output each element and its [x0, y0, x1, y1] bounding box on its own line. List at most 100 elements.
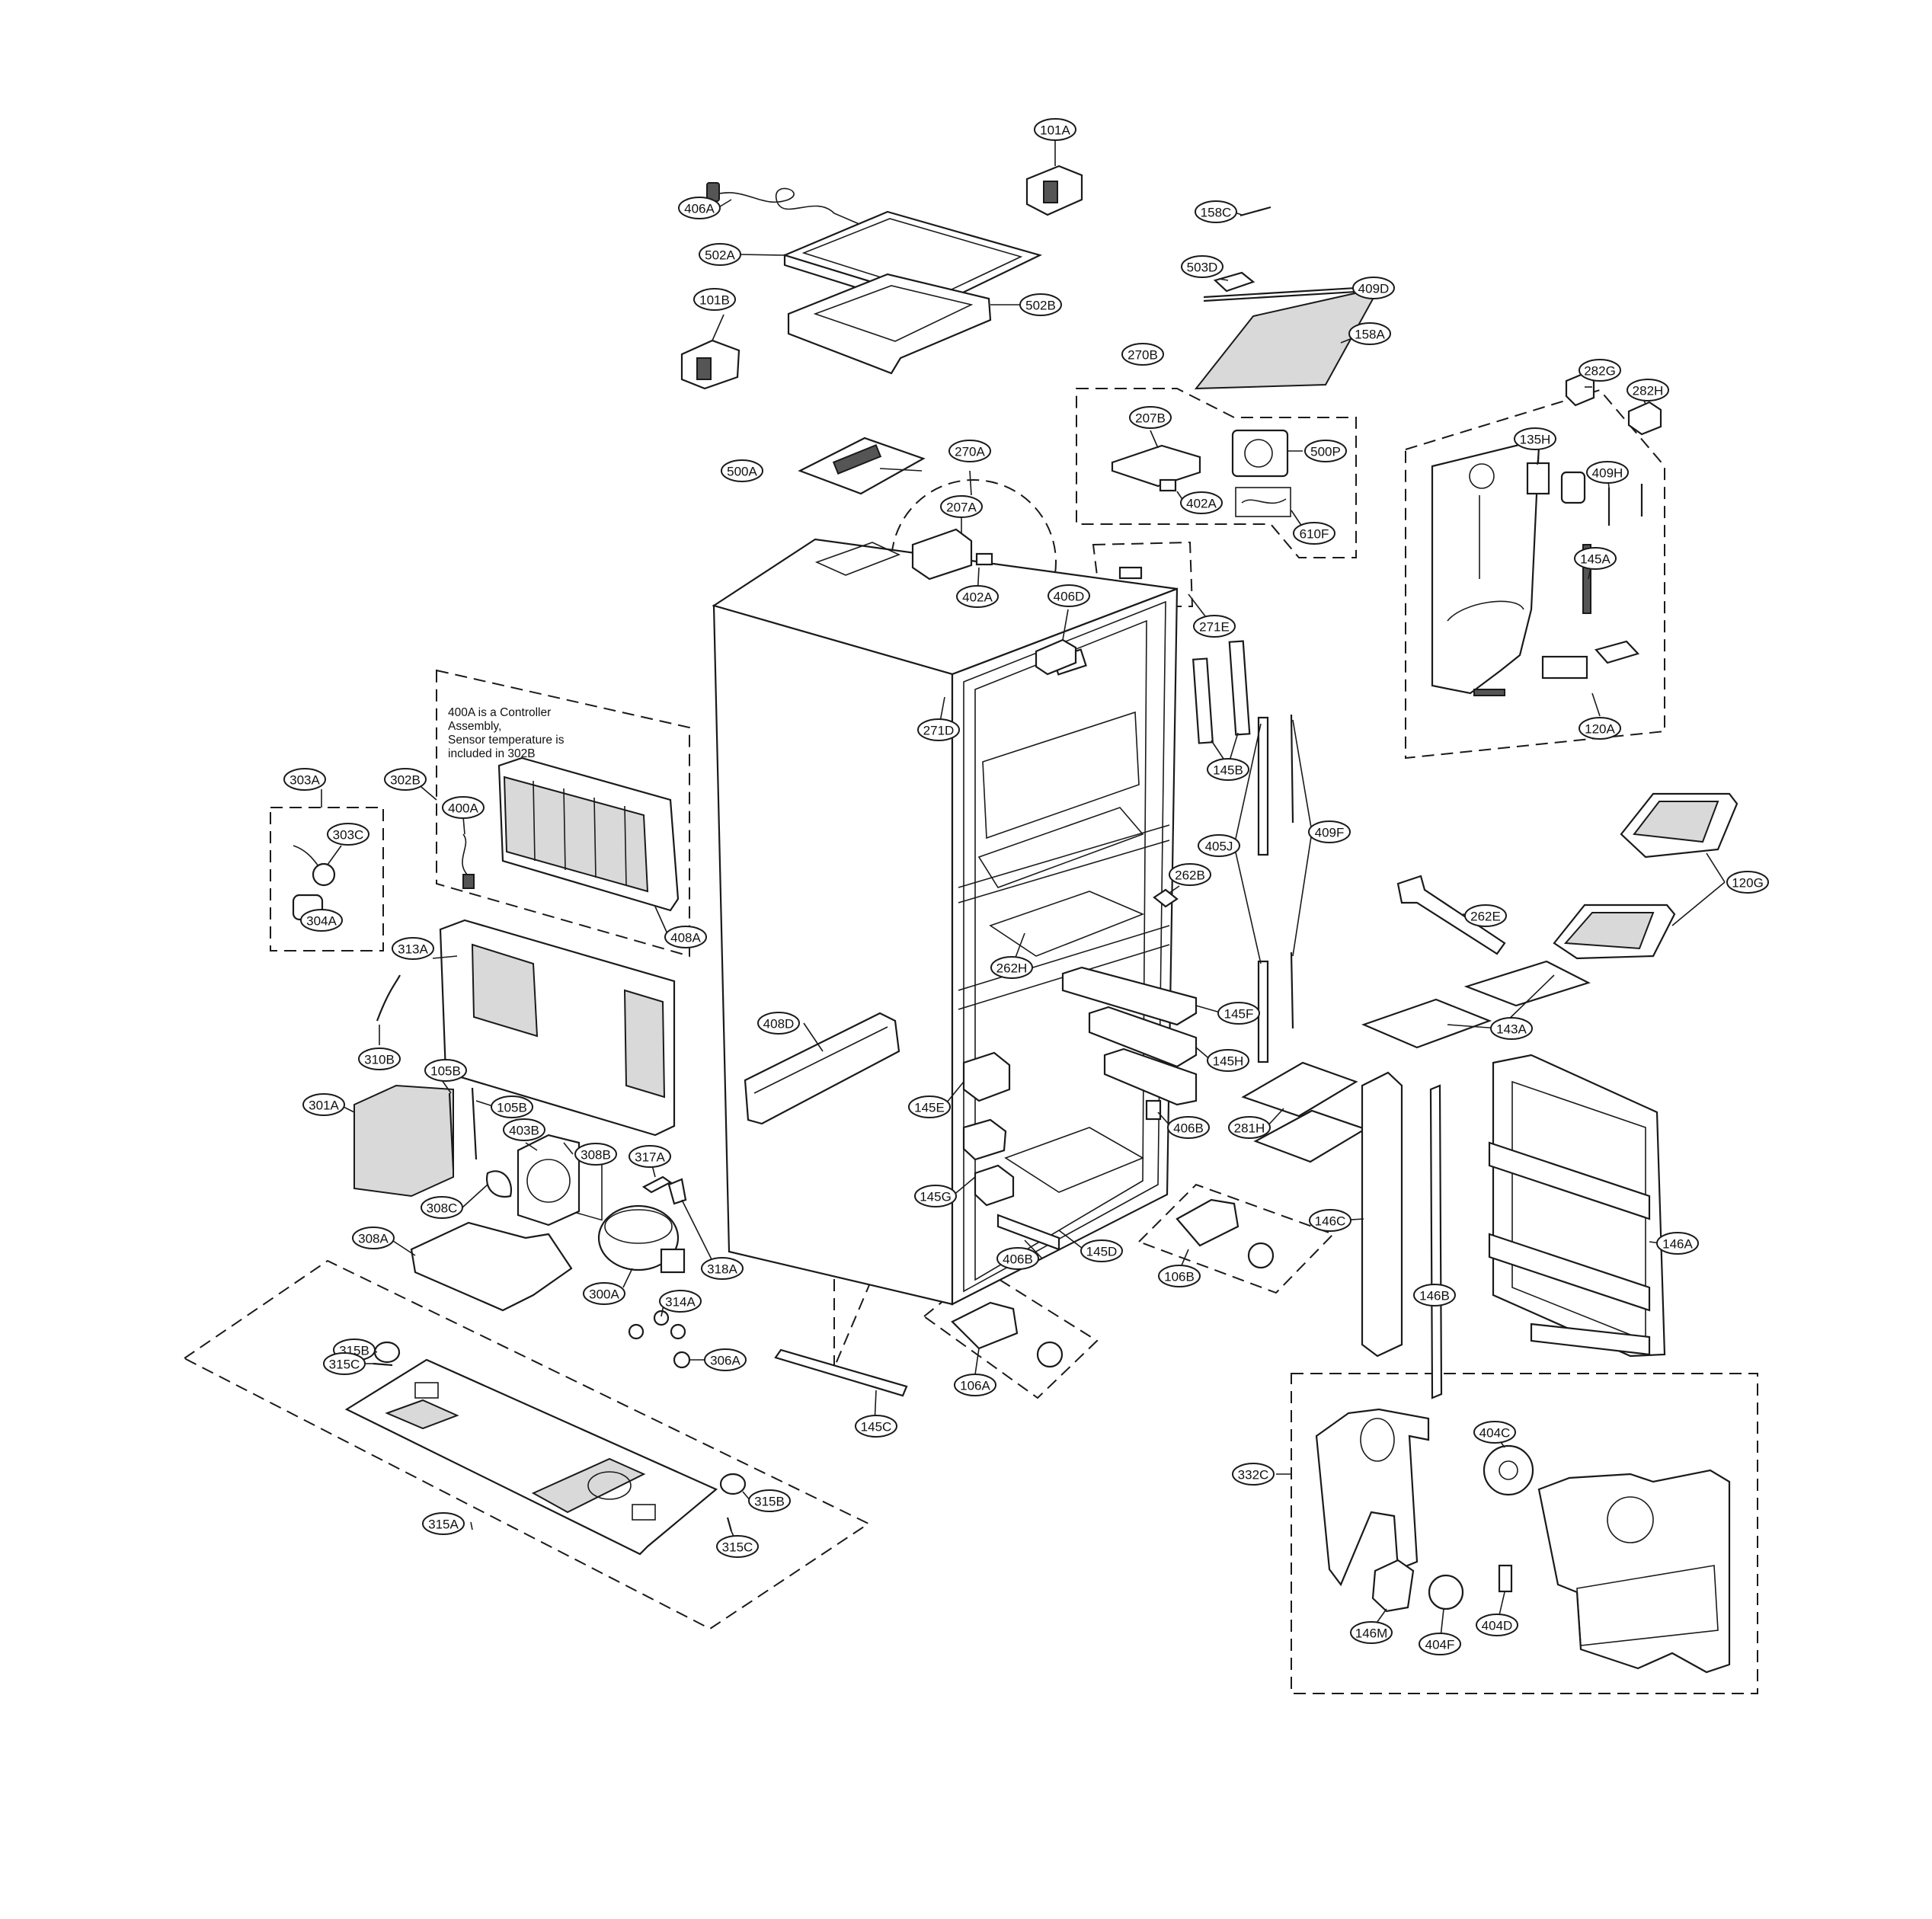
- callout-oval: [1304, 440, 1347, 462]
- fan-assembly-332c: [1315, 1408, 1731, 1674]
- note-line-4: included in 302B: [448, 747, 536, 760]
- callout-oval: [855, 1415, 897, 1438]
- callout-145g: 145G: [914, 1185, 957, 1207]
- callout-408a: 408A: [664, 926, 707, 948]
- callout-label: 408A: [670, 931, 701, 945]
- callout-label: 135H: [1520, 433, 1551, 447]
- power-cord: [715, 187, 888, 237]
- callout-315c: 315C: [716, 1535, 759, 1558]
- callout-label: 308A: [358, 1232, 389, 1246]
- callout-label: 105B: [430, 1064, 461, 1079]
- callout-label: 300A: [589, 1287, 619, 1302]
- callout-300a: 300A: [583, 1282, 625, 1305]
- callout-label: 332C: [1238, 1468, 1269, 1482]
- callout-label: 146B: [1419, 1289, 1450, 1303]
- callout-label: 409F: [1315, 826, 1345, 840]
- callout-145a: 145A: [1574, 547, 1617, 570]
- note-line-1: 400A is a Controller: [448, 706, 551, 719]
- callout-146c: 146C: [1309, 1209, 1351, 1232]
- callout-105b: 105B: [491, 1095, 533, 1118]
- callout-oval: [701, 1257, 744, 1280]
- callout-label: 502B: [1025, 299, 1056, 313]
- callout-oval: [1627, 379, 1669, 401]
- callout-oval: [1180, 491, 1223, 514]
- callout-282g: 282G: [1579, 359, 1621, 382]
- callout-oval: [659, 1290, 702, 1313]
- callout-oval: [1413, 1284, 1456, 1307]
- callout-oval: [908, 1095, 951, 1118]
- callout-308b: 308B: [574, 1143, 617, 1166]
- callout-306a: 306A: [704, 1348, 747, 1371]
- callout-106a: 106A: [954, 1374, 996, 1396]
- callout-oval: [1419, 1633, 1461, 1655]
- callout-oval: [1181, 255, 1223, 278]
- callout-oval: [574, 1143, 617, 1166]
- callout-303a: 303A: [283, 768, 326, 791]
- callout-label: 403B: [509, 1124, 539, 1138]
- callout-101a: 101A: [1034, 118, 1076, 141]
- callout-label: 207B: [1135, 411, 1166, 426]
- callout-301a: 301A: [302, 1093, 345, 1116]
- callout-label: 315C: [329, 1358, 360, 1372]
- callout-oval: [1034, 118, 1076, 141]
- callout-oval: [1464, 904, 1507, 927]
- callout-404d: 404D: [1476, 1614, 1518, 1636]
- callout-315a: 315A: [422, 1512, 465, 1535]
- group-outline-315a: [183, 1259, 871, 1630]
- callout-oval: [491, 1095, 533, 1118]
- callout-146b: 146B: [1413, 1284, 1456, 1307]
- callout-oval: [1476, 1614, 1518, 1636]
- callout-label: 306A: [710, 1354, 740, 1368]
- callout-282h: 282H: [1627, 379, 1669, 401]
- callout-label: 120G: [1732, 876, 1764, 891]
- callout-label: 406B: [1173, 1121, 1204, 1136]
- callout-label: 317A: [635, 1150, 665, 1165]
- callout-label: 145D: [1086, 1245, 1118, 1259]
- callout-oval: [704, 1348, 747, 1371]
- callout-oval: [917, 718, 960, 741]
- callout-120a: 120A: [1579, 717, 1621, 740]
- callout-label: 308C: [427, 1201, 458, 1216]
- callout-315b: 315B: [748, 1489, 791, 1512]
- callout-label: 610F: [1300, 527, 1329, 542]
- callout-oval: [424, 1059, 467, 1082]
- callout-label: 281H: [1234, 1121, 1265, 1136]
- callout-145b: 145B: [1207, 758, 1249, 781]
- callout-502a: 502A: [699, 243, 741, 266]
- callout-label: 502A: [705, 248, 735, 263]
- callout-101b: 101B: [693, 288, 736, 311]
- callout-oval: [1293, 522, 1335, 545]
- callout-label: 270B: [1128, 348, 1158, 363]
- callout-oval: [1350, 1621, 1393, 1644]
- callout-label: 303C: [333, 828, 364, 843]
- callout-500a: 500A: [721, 459, 763, 482]
- callout-271e: 271E: [1193, 615, 1236, 638]
- callout-oval: [1195, 200, 1237, 223]
- callout-262b: 262B: [1169, 863, 1211, 886]
- callout-oval: [1308, 820, 1351, 843]
- callout-oval: [583, 1282, 625, 1305]
- callout-oval: [1232, 1463, 1275, 1486]
- callout-406d: 406D: [1048, 584, 1090, 607]
- callout-label: 404D: [1482, 1619, 1513, 1633]
- group-outline-120a: [1405, 389, 1665, 760]
- callout-label: 262H: [996, 961, 1028, 976]
- callout-313a: 313A: [392, 937, 434, 960]
- callout-label: 145B: [1213, 763, 1243, 778]
- callout-262h: 262H: [990, 956, 1033, 979]
- note-line-2: Assembly,: [448, 720, 501, 733]
- callout-label: 302B: [390, 773, 421, 788]
- callout-oval: [1193, 615, 1236, 638]
- callout-oval: [302, 1093, 345, 1116]
- callout-oval: [1579, 359, 1621, 382]
- callout-318a: 318A: [701, 1257, 744, 1280]
- callout-oval: [422, 1512, 465, 1535]
- callout-oval: [990, 956, 1033, 979]
- callout-315c: 315C: [323, 1352, 366, 1375]
- callout-310b: 310B: [358, 1047, 401, 1070]
- callout-406a: 406A: [678, 197, 721, 219]
- callout-label: 270A: [955, 445, 985, 459]
- callout-label: 406B: [1003, 1252, 1033, 1267]
- group-outline-270b: [1076, 388, 1357, 558]
